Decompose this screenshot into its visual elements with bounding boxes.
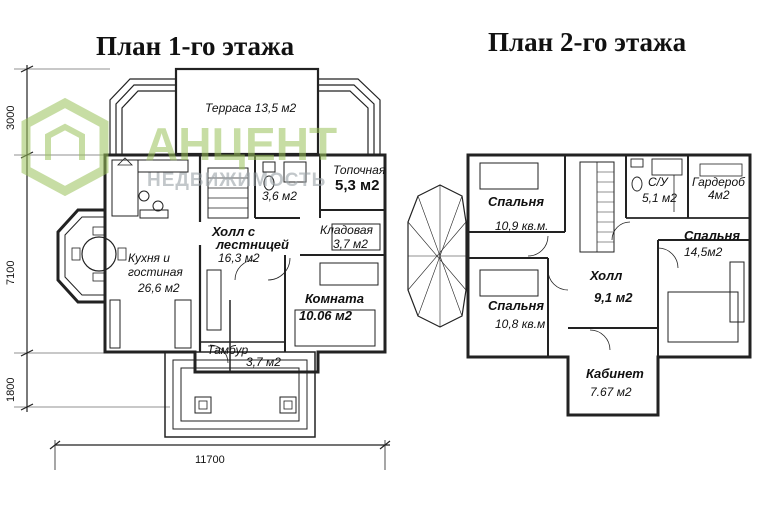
room-name: Комната — [305, 291, 364, 306]
hall2-name: Холл — [589, 268, 622, 283]
hall-line2: лестницей — [215, 237, 289, 252]
kitchen-line1: Кухня и — [128, 251, 170, 265]
plan2-title: План 2-го этажа — [488, 27, 687, 57]
wardrobe-area: 4м2 — [708, 188, 730, 202]
watermark-brand: АНЦЕНТ — [145, 118, 337, 170]
hall-line1: Холл с — [211, 224, 256, 239]
furnace-area: 5,3 м2 — [335, 177, 379, 194]
watermark-logo — [21, 97, 109, 197]
dim-middle: 7100 — [5, 261, 17, 285]
wardrobe-name: Гардероб — [692, 175, 746, 189]
study-area: 7.67 м2 — [590, 385, 632, 399]
plan1-drawing — [14, 65, 391, 470]
pantry-area: 3,7 м2 — [333, 237, 368, 251]
watermark-sub: НЕДВИЖИМОСТЬ — [147, 170, 326, 191]
wc-area: 3,6 м2 — [262, 189, 297, 203]
plan2-drawing — [407, 153, 752, 417]
kitchen-line2: гостиная — [128, 265, 183, 279]
hall2-area: 9,1 м2 — [594, 290, 633, 305]
room-area: 10.06 м2 — [299, 308, 353, 323]
dim-bottom: 1800 — [5, 378, 17, 402]
bedroom1-area: 10,9 кв.м. — [495, 219, 549, 233]
bath-area: 5,1 м2 — [642, 191, 677, 205]
kitchen-area: 26,6 м2 — [137, 281, 180, 295]
study-name: Кабинет — [586, 366, 644, 381]
bedroom3-area: 14,5м2 — [684, 245, 723, 259]
terrace-label: Терраса 13,5 м2 — [205, 101, 297, 115]
bedroom3-name: Спальня — [684, 228, 740, 243]
hall-area: 16,3 м2 — [218, 251, 260, 265]
bath-name: С/У — [648, 175, 669, 189]
hexagon-logo-icon — [21, 97, 109, 197]
vestibule-name: Тамбур — [207, 343, 248, 357]
dim-width: 11700 — [195, 454, 225, 466]
vestibule-area: 3,7 м2 — [246, 355, 281, 369]
dim-top: 3000 — [5, 106, 17, 130]
furnace-name: Топочная — [333, 163, 386, 177]
bedroom1-name: Спальня — [488, 194, 544, 209]
bedroom2-name: Спальня — [488, 298, 544, 313]
plan1-title: План 1-го этажа — [96, 31, 295, 61]
pantry-name: Кладовая — [320, 223, 373, 237]
bedroom2-area: 10,8 кв.м — [495, 317, 545, 331]
